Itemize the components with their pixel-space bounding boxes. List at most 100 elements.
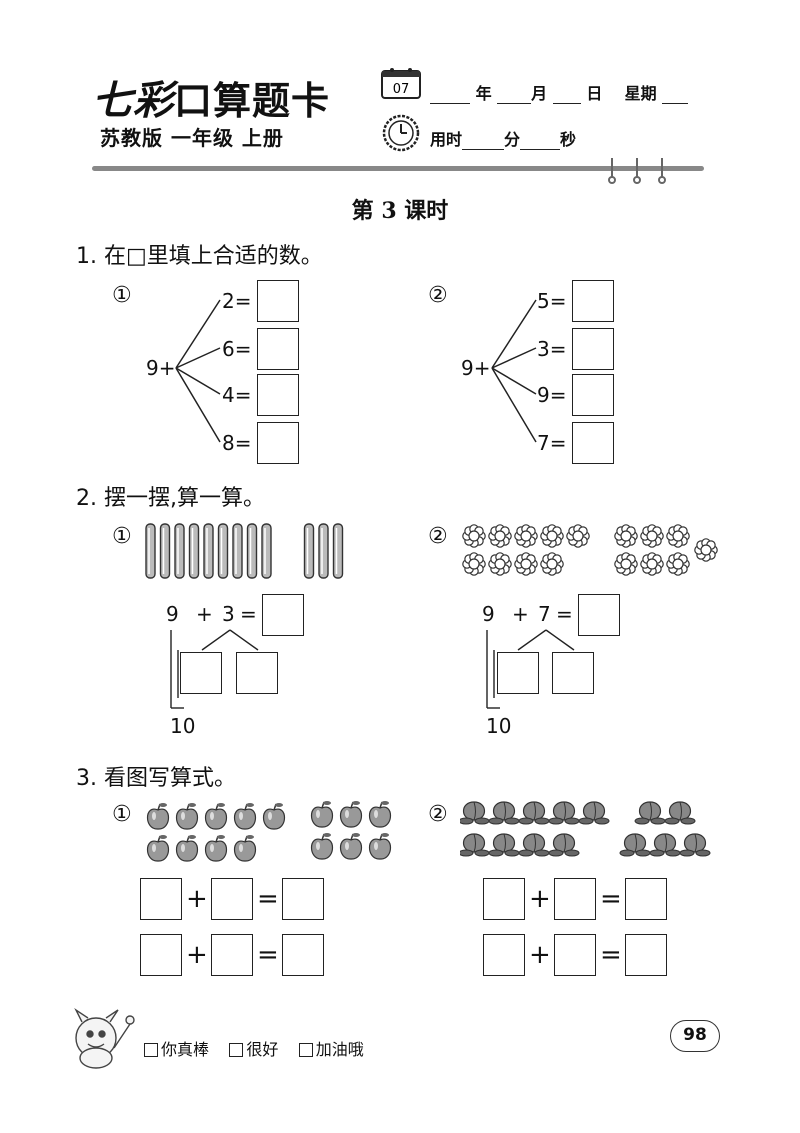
q2-part2-split-lines <box>486 629 575 709</box>
answer-box[interactable] <box>236 652 278 694</box>
answer-box[interactable] <box>572 328 614 370</box>
q1-part1-branch-lines <box>175 299 221 443</box>
mascot-icon <box>74 1007 135 1069</box>
apple <box>146 803 170 830</box>
answer-box[interactable] <box>257 422 299 464</box>
peach <box>518 801 550 825</box>
q2-part1-plus: + <box>196 602 213 626</box>
peach <box>578 801 610 825</box>
answer-box[interactable] <box>625 878 667 920</box>
q2-part1-eq: = <box>240 602 257 626</box>
rating-option[interactable]: 你真棒 <box>144 1040 209 1059</box>
answer-box[interactable] <box>262 594 304 636</box>
peach <box>488 833 520 857</box>
flower <box>488 524 512 548</box>
answer-box[interactable] <box>211 934 253 976</box>
answer-box[interactable] <box>140 878 182 920</box>
plus-sign: + <box>186 940 208 970</box>
answer-box[interactable] <box>257 280 299 322</box>
question-2-title: 2. 摆一摆,算一算。 <box>76 486 265 511</box>
q2-part1-marker: ① <box>112 524 132 549</box>
answer-box[interactable] <box>572 422 614 464</box>
q1-part1-addend: 6= <box>222 337 252 361</box>
answer-box[interactable] <box>497 652 539 694</box>
q1-part2-marker: ② <box>428 283 448 308</box>
stick <box>246 523 258 579</box>
rating-label: 很好 <box>246 1040 279 1059</box>
year-label: 年 <box>475 84 492 103</box>
checkbox[interactable] <box>229 1043 244 1057</box>
apple <box>339 801 363 828</box>
counting-sticks-icon <box>145 523 344 579</box>
stick <box>203 523 214 579</box>
flower <box>666 552 690 576</box>
header-divider <box>92 166 704 171</box>
apple <box>175 803 199 830</box>
answer-box[interactable] <box>257 328 299 370</box>
answer-box[interactable] <box>625 934 667 976</box>
flowers-icon <box>462 524 718 576</box>
answer-box[interactable] <box>211 878 253 920</box>
stick <box>332 523 344 579</box>
time-used-label: 用时 <box>430 130 463 149</box>
rating-label: 加油哦 <box>315 1040 364 1059</box>
flower <box>694 538 718 562</box>
peach <box>634 801 666 825</box>
answer-box[interactable] <box>554 878 596 920</box>
rating-option[interactable]: 很好 <box>229 1040 278 1059</box>
calendar-number: 07 <box>393 82 410 97</box>
weekday-field[interactable] <box>662 87 689 104</box>
q2-part1-ten: 10 <box>170 714 196 738</box>
answer-box[interactable] <box>572 280 614 322</box>
peach <box>619 833 651 857</box>
calendar-icon: 07 <box>381 68 421 99</box>
checkbox[interactable] <box>298 1043 313 1057</box>
answer-box[interactable] <box>578 594 620 636</box>
flower <box>462 552 486 576</box>
rating-option[interactable]: 加油哦 <box>298 1040 364 1059</box>
apple <box>262 803 286 830</box>
year-field[interactable] <box>430 87 470 104</box>
flower <box>614 524 638 548</box>
answer-box[interactable] <box>572 374 614 416</box>
plus-sign: + <box>186 884 208 914</box>
answer-box[interactable] <box>483 878 525 920</box>
peaches-icon <box>460 801 711 857</box>
answer-box[interactable] <box>180 652 222 694</box>
answer-box[interactable] <box>282 878 324 920</box>
q1-part2-addend: 7= <box>537 431 567 455</box>
apple <box>368 801 392 828</box>
apple <box>204 803 228 830</box>
weekday-label: 星期 <box>624 84 657 103</box>
equals-sign: = <box>257 884 279 914</box>
rating-options: 你真棒 很好 加油哦 <box>144 1036 364 1060</box>
answer-box[interactable] <box>282 934 324 976</box>
question-1-title: 1. 在□里填上合适的数。 <box>76 244 323 269</box>
answer-box[interactable] <box>554 934 596 976</box>
month-field[interactable] <box>497 87 532 104</box>
apple <box>233 803 257 830</box>
apple <box>204 835 228 862</box>
answer-box[interactable] <box>140 934 182 976</box>
minutes-field[interactable] <box>462 133 505 150</box>
answer-box[interactable] <box>257 374 299 416</box>
q1-part1-base: 9+ <box>146 356 176 380</box>
flower <box>566 524 590 548</box>
answer-box[interactable] <box>552 652 594 694</box>
stick <box>261 523 272 579</box>
peach <box>488 801 520 825</box>
q1-part2-addend: 9= <box>537 383 567 407</box>
flower <box>514 524 538 548</box>
checkbox[interactable] <box>144 1043 158 1057</box>
q1-part1-addend: 4= <box>222 383 252 407</box>
day-field[interactable] <box>552 87 581 104</box>
seconds-field[interactable] <box>520 133 561 150</box>
page-number: 98 <box>670 1020 720 1052</box>
answer-box[interactable] <box>483 934 525 976</box>
q2-part2-ten: 10 <box>486 714 512 738</box>
apple <box>339 833 363 860</box>
q1-part1-addend: 2= <box>222 289 252 313</box>
q1-part2-addend: 3= <box>537 337 567 361</box>
q1-part2-addend: 5= <box>537 289 567 313</box>
peach <box>518 833 550 857</box>
